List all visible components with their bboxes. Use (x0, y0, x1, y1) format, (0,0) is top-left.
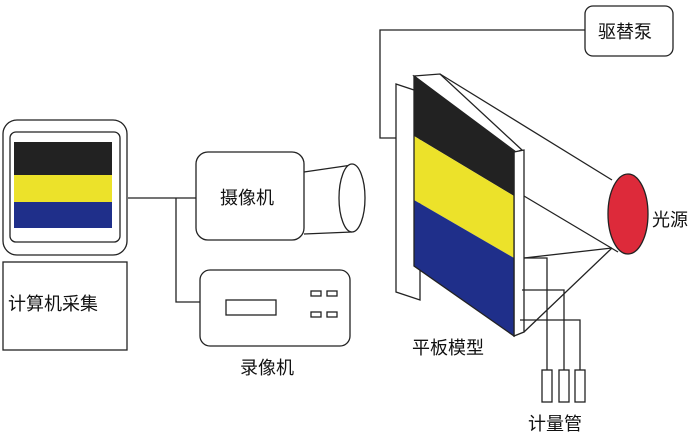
plate-band-blue (414, 200, 514, 336)
pump-box (584, 5, 674, 57)
recorder-display (225, 299, 277, 316)
pump-line (379, 29, 585, 139)
plate-band-black (414, 76, 514, 196)
monitor-band-black (14, 142, 112, 175)
outlet-line-2 (522, 289, 565, 370)
video-camera-icon (195, 151, 366, 241)
light-ray-2 (523, 247, 613, 259)
plate-model-label: 平板模型 (412, 338, 484, 359)
light-cone-top (439, 73, 613, 181)
computer-label: 计算机采集 (8, 294, 98, 315)
outlet-line-3 (520, 319, 581, 370)
pump-label: 驱替泵 (598, 22, 652, 43)
light-ray-1 (523, 195, 619, 253)
camera-label: 摄像机 (220, 188, 274, 209)
monitor-icon (2, 119, 128, 256)
light-source-icon (607, 173, 649, 255)
recorder-label: 录像机 (240, 358, 294, 379)
light-source-label: 光源 (652, 210, 688, 231)
recorder-line (175, 198, 200, 303)
metering-tube-icon (541, 369, 586, 403)
outlet-line-1 (524, 257, 548, 370)
metering-tube-label: 计量管 (528, 414, 582, 435)
computer-box (2, 261, 128, 351)
monitor-band-yellow (14, 175, 112, 202)
video-recorder-icon (199, 269, 351, 347)
light-cone-bottom (523, 247, 613, 333)
monitor-band-blue (14, 202, 112, 228)
plate-band-yellow (414, 136, 514, 258)
plate-model (395, 73, 525, 338)
